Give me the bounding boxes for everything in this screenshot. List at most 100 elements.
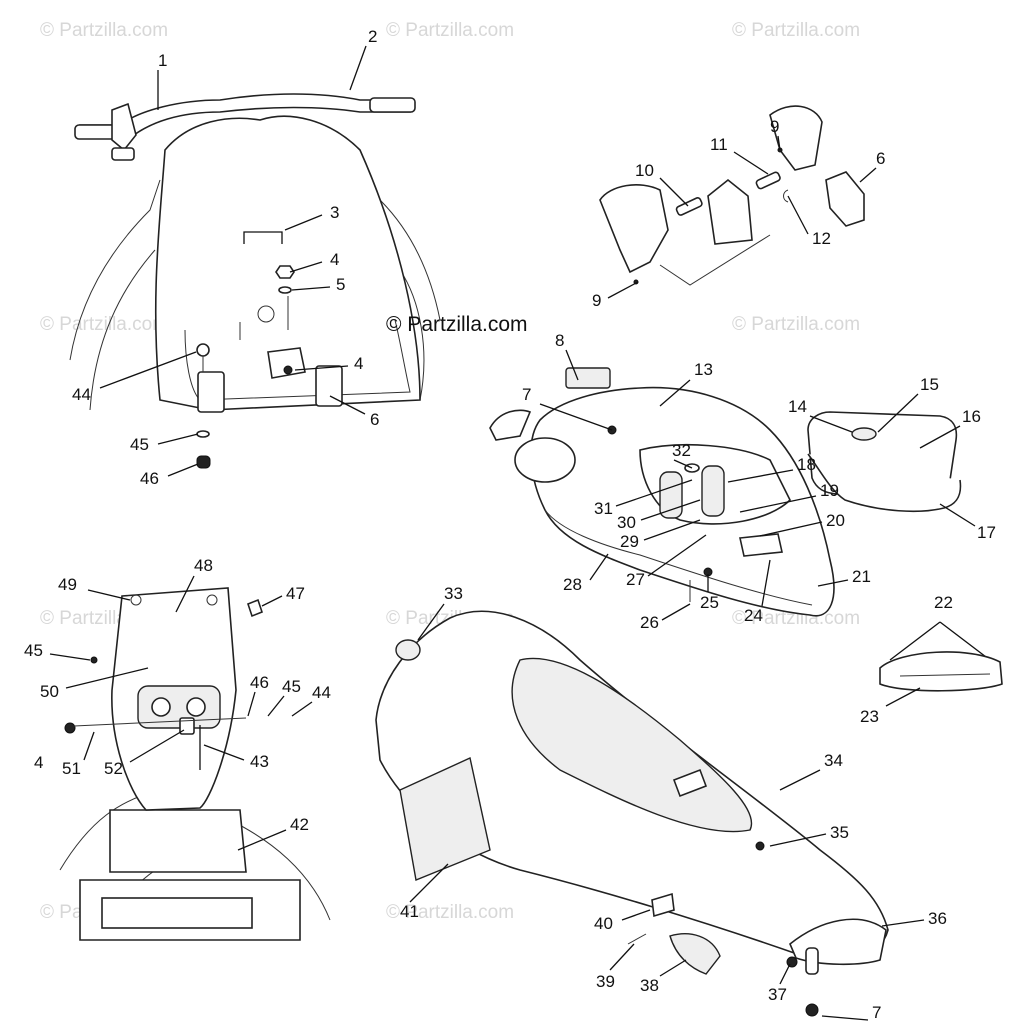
part-number-callout: 38 xyxy=(640,976,659,995)
callout-leader-line xyxy=(779,963,791,985)
callout-leader-line xyxy=(237,829,287,851)
callout-leader-line xyxy=(787,195,809,235)
part-number-callout: 35 xyxy=(830,823,849,842)
part-number-callout: 11 xyxy=(710,135,728,154)
part-number-callout: 2 xyxy=(368,27,377,46)
part-number-callout: 45 xyxy=(24,641,43,660)
part-number-callout: 27 xyxy=(626,570,645,589)
part-number-callout: 45 xyxy=(130,435,149,454)
part-number-callout: 19 xyxy=(820,481,839,500)
part-number-callout: 34 xyxy=(824,751,843,770)
part-number-callout: 45 xyxy=(282,677,301,696)
callout-leader-line xyxy=(409,863,449,903)
callout-leader-line xyxy=(640,499,701,521)
part-number-callout: 4 xyxy=(330,250,339,269)
callout-leader-line xyxy=(727,469,794,483)
callout-leader-line xyxy=(817,579,849,587)
part-number-callout: 14 xyxy=(788,397,807,416)
part-number-callout: 39 xyxy=(596,972,615,991)
callout-leader-line xyxy=(539,403,613,431)
callout-leader-line xyxy=(877,393,919,433)
callout-leader-line xyxy=(261,595,283,607)
part-number-callout: 44 xyxy=(312,683,331,702)
part-number-callout: 21 xyxy=(852,567,871,586)
callout-leader-line xyxy=(759,521,823,537)
part-number-callout: 23 xyxy=(860,707,879,726)
part-number-callout: 25 xyxy=(700,593,719,612)
callout-leader-line xyxy=(821,1015,869,1021)
part-number-callout: 22 xyxy=(934,593,953,612)
part-number-callout: 1 xyxy=(158,51,167,70)
part-number-callout: 10 xyxy=(635,161,654,180)
part-number-callout: 17 xyxy=(977,523,996,542)
watermark-text: © Partzilla.com xyxy=(732,608,860,629)
part-number-callout: 51 xyxy=(62,759,81,778)
callout-leader-line xyxy=(809,415,853,433)
part-number-callout: 12 xyxy=(812,229,831,248)
part-number-callout: 37 xyxy=(768,985,787,1004)
callout-leader-line xyxy=(589,553,609,581)
callout-leader-line xyxy=(881,919,925,927)
callout-leader-line xyxy=(673,459,693,469)
callout-leader-line xyxy=(621,909,651,921)
part-number-callout: 30 xyxy=(617,513,636,532)
part-number-callout: 26 xyxy=(640,613,659,632)
callout-leader-line xyxy=(284,214,323,231)
hull-cover-assembly xyxy=(375,610,889,1017)
callout-leader-line xyxy=(83,731,95,761)
part-number-callout: 41 xyxy=(400,902,419,921)
callout-leader-line xyxy=(777,135,781,151)
callout-leader-line xyxy=(87,589,131,601)
callout-leader-line xyxy=(859,167,877,183)
part-number-callout: 6 xyxy=(876,149,885,168)
callout-leader-line xyxy=(761,559,771,607)
callout-leader-line xyxy=(99,351,197,389)
part-number-callout: 32 xyxy=(672,441,691,460)
part-number-callout: 50 xyxy=(40,682,59,701)
callout-leader-line xyxy=(739,495,817,513)
callout-leader-line xyxy=(349,45,367,91)
part-number-callout: 3 xyxy=(330,203,339,222)
callout-layer: 1234544445466911610129813714151617321819… xyxy=(24,27,996,1022)
callout-leader-line xyxy=(49,653,91,661)
callout-leader-line xyxy=(565,349,579,381)
callout-leader-line xyxy=(417,603,445,641)
callout-leader-line xyxy=(659,177,689,207)
callout-leader-line xyxy=(733,151,769,175)
part-number-callout: 48 xyxy=(194,556,213,575)
part-number-callout: 42 xyxy=(290,815,309,834)
part-number-callout: 33 xyxy=(444,584,463,603)
callout-leader-line xyxy=(885,687,921,707)
part-number-callout: 9 xyxy=(592,291,601,310)
part-number-callout: 52 xyxy=(104,759,123,778)
part-number-callout: 36 xyxy=(928,909,947,928)
callout-leader-line xyxy=(659,379,691,407)
callout-leader-line xyxy=(643,519,701,541)
part-number-callout: 8 xyxy=(555,331,564,350)
part-number-callout: 46 xyxy=(140,469,159,488)
part-number-callout: 13 xyxy=(694,360,713,379)
callout-leader-line xyxy=(647,534,707,577)
part-number-callout: 5 xyxy=(336,275,345,294)
callout-leader-line xyxy=(919,425,961,449)
watermark-text: © Partzilla.com xyxy=(732,20,860,41)
watermark-text: © Partzilla.com xyxy=(386,20,514,41)
seat-base-storage-assembly xyxy=(489,367,962,617)
part-number-callout: 49 xyxy=(58,575,77,594)
part-number-callout: 4 xyxy=(354,354,363,373)
callout-leader-line xyxy=(175,575,195,613)
part-number-callout: 29 xyxy=(620,532,639,551)
callout-leader-line xyxy=(65,667,149,689)
callout-leader-line xyxy=(661,603,691,621)
callout-leader-line xyxy=(157,433,199,445)
part-number-callout: 43 xyxy=(250,752,269,771)
part-number-callout: 16 xyxy=(962,407,981,426)
emblem-part xyxy=(879,621,1003,692)
part-number-callout: 47 xyxy=(286,584,305,603)
part-number-callout: 44 xyxy=(72,385,91,404)
watermark-text: © Partzilla.com xyxy=(40,314,168,335)
part-number-callout: 40 xyxy=(594,914,613,933)
watermark-text: © Partzilla.com xyxy=(732,314,860,335)
callout-leader-line xyxy=(615,479,693,507)
